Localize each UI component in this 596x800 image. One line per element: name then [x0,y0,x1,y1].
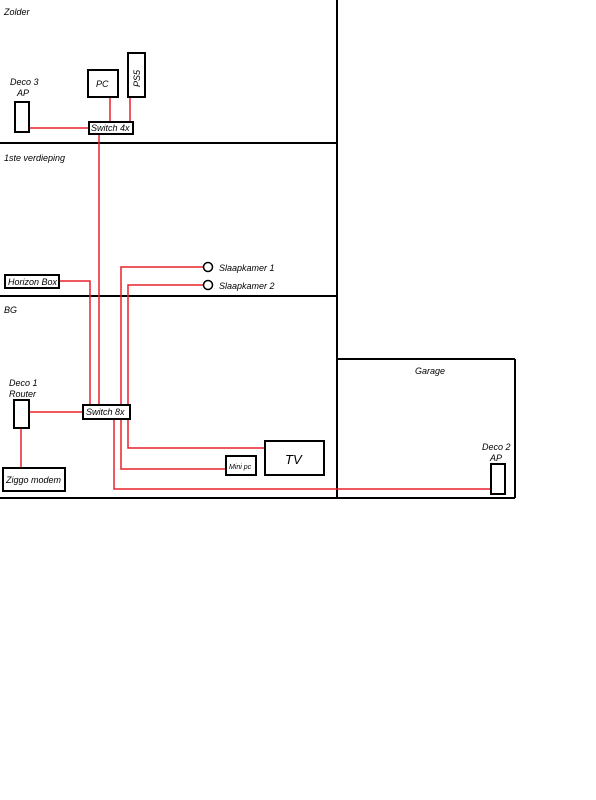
minipc-label: Mini pc [229,464,252,471]
horizon-box-label: Horizon Box [8,277,58,287]
cable-slaapkamer1-switch8 [120,266,203,405]
deco3-label-line2: AP [16,88,29,98]
floor-label-garage: Garage [415,366,445,376]
floor-label-bg: BG [4,305,17,315]
floor-label-zolder: Zolder [3,7,31,17]
cables [20,97,491,490]
cable-slaapkamer2-switch8 [127,284,203,405]
slaapkamer1-label: Slaapkamer 1 [219,263,275,273]
pc-label: PC [96,79,109,89]
switch4-label: Switch 4x [91,123,130,133]
deco3-label-line1: Deco 3 [10,77,39,87]
horizon-box-device [4,274,60,289]
deco3-device [14,101,30,133]
cable-switch8-minipc [120,419,226,470]
cable-horizon-switch8 [59,280,91,405]
switch8-label: Switch 8x [86,407,125,417]
deco2-label-line1: Deco 2 [482,442,511,452]
minipc-device [225,455,257,476]
pc-device [87,69,119,98]
deco1-device [13,399,30,429]
tv-device [264,440,325,476]
ps5-label: PS5 [132,69,142,87]
switch4-device [88,121,134,135]
slaapkamer2-outlet [202,279,214,291]
tv-label: TV [285,452,303,467]
deco1-label-line2: Router [9,389,37,399]
ps5-device [127,52,146,98]
slaapkamer1-outlet [202,261,214,273]
ziggo-modem-label: Ziggo modem [5,475,62,485]
ziggo-modem-device [2,467,66,492]
slaapkamer2-label: Slaapkamer 2 [219,281,275,291]
floor-label-eerste: 1ste verdieping [4,153,65,163]
cable-switch8-deco2 [113,419,491,490]
switch8-device [82,404,131,420]
deco2-label-line2: AP [489,453,502,463]
walls [0,0,516,499]
deco2-device [490,463,506,495]
cable-switch8-tv [127,419,265,449]
deco1-label-line1: Deco 1 [9,378,38,388]
